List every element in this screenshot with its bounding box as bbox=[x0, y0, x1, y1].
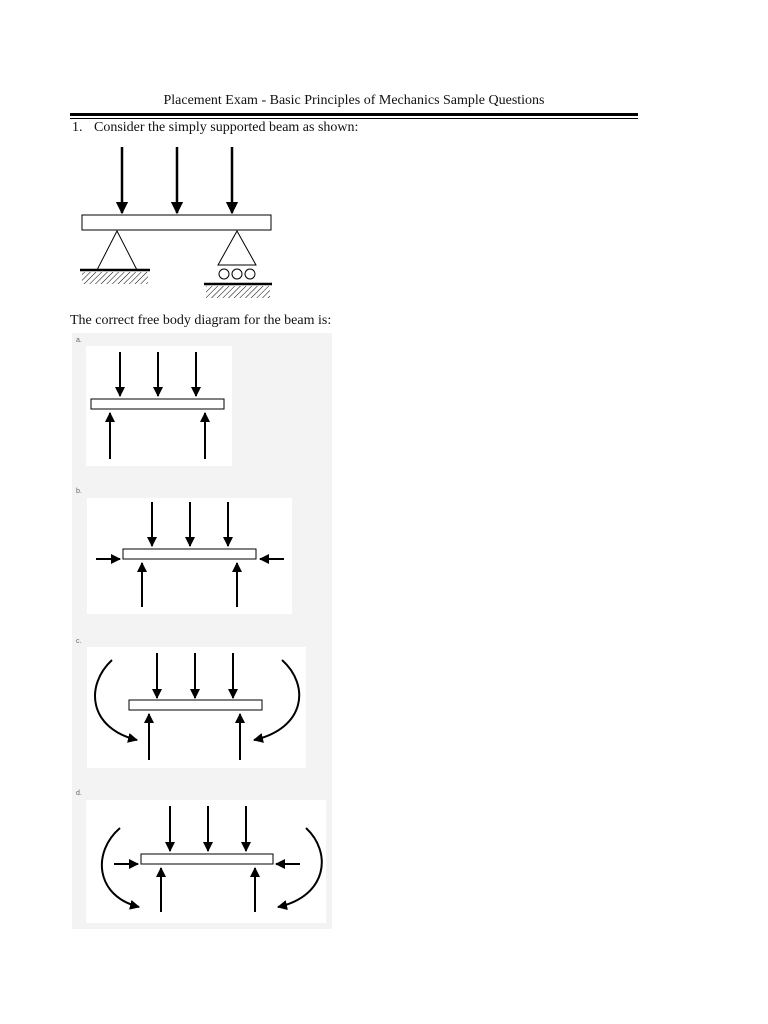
option-b-card[interactable] bbox=[87, 498, 292, 614]
question-number: 1. bbox=[72, 120, 83, 135]
page-header: Placement Exam - Basic Principles of Mec… bbox=[163, 93, 545, 108]
fbd-prompt: The correct free body diagram for the be… bbox=[70, 313, 332, 328]
option-c-card[interactable] bbox=[87, 647, 306, 768]
option-b-label: b. bbox=[76, 488, 82, 495]
option-d-card[interactable] bbox=[86, 800, 326, 923]
roller-support bbox=[204, 229, 272, 298]
option-a-card[interactable] bbox=[86, 346, 232, 466]
pin-support bbox=[80, 229, 150, 284]
header-rule-thick bbox=[70, 113, 638, 116]
load-arrows bbox=[115, 147, 239, 215]
header-rule-thin bbox=[70, 118, 638, 119]
question-text: Consider the simply supported beam as sh… bbox=[94, 120, 359, 135]
beam bbox=[81, 214, 272, 231]
option-a-label: a. bbox=[76, 337, 82, 344]
option-d-label: d. bbox=[76, 790, 82, 797]
question-1: 1. Consider the simply supported beam as … bbox=[72, 120, 358, 136]
option-c-label: c. bbox=[76, 638, 82, 645]
